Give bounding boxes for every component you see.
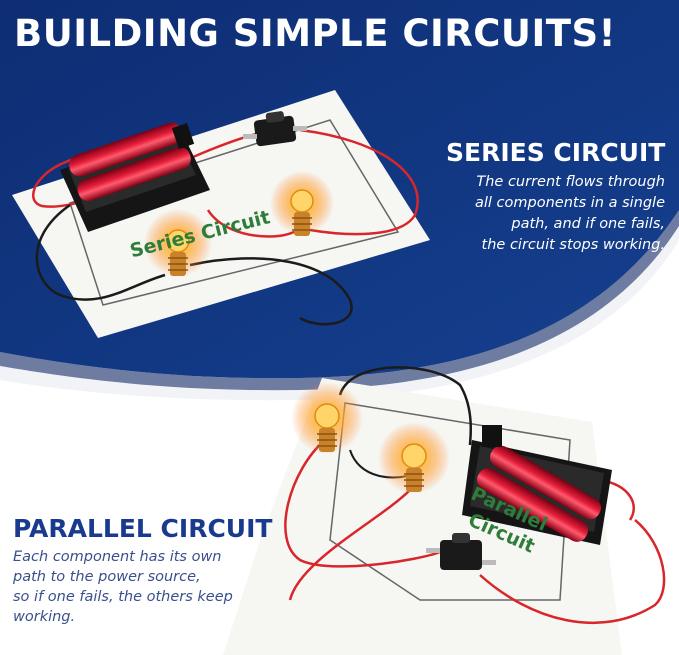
series-bulb-right-icon [270, 171, 334, 236]
series-board: Series Circuit [12, 90, 430, 338]
series-description-line: the circuit stops working. [481, 237, 665, 253]
series-description-line: The current flows through [476, 174, 665, 190]
parallel-battery-holder-icon [462, 425, 612, 545]
series-description: The current flows through all components… [443, 172, 665, 256]
parallel-description-line: working. [13, 609, 76, 625]
parallel-description: Each component has its own path to the p… [13, 547, 273, 627]
series-description-line: path, and if one fails, [511, 216, 665, 232]
series-battery-holder-icon [60, 122, 210, 232]
parallel-description-line: Each component has its own [13, 549, 222, 565]
parallel-description-line: so if one fails, the others keep [13, 589, 233, 605]
parallel-bulb-right-icon [378, 422, 450, 494]
parallel-push-switch-icon [426, 533, 496, 570]
parallel-description-line: path to the power source, [13, 569, 201, 585]
series-push-switch-icon [243, 111, 307, 147]
series-description-line: all components in a single [475, 195, 665, 211]
parallel-bulb-left-icon [291, 382, 363, 454]
series-bulb-left-icon [144, 209, 212, 277]
parallel-board: Parallel Circuit [223, 366, 666, 655]
series-heading: SERIES CIRCUIT [446, 138, 666, 167]
parallel-heading: PARALLEL CIRCUIT [13, 514, 273, 543]
page-title: BUILDING SIMPLE CIRCUITS! [14, 12, 617, 55]
